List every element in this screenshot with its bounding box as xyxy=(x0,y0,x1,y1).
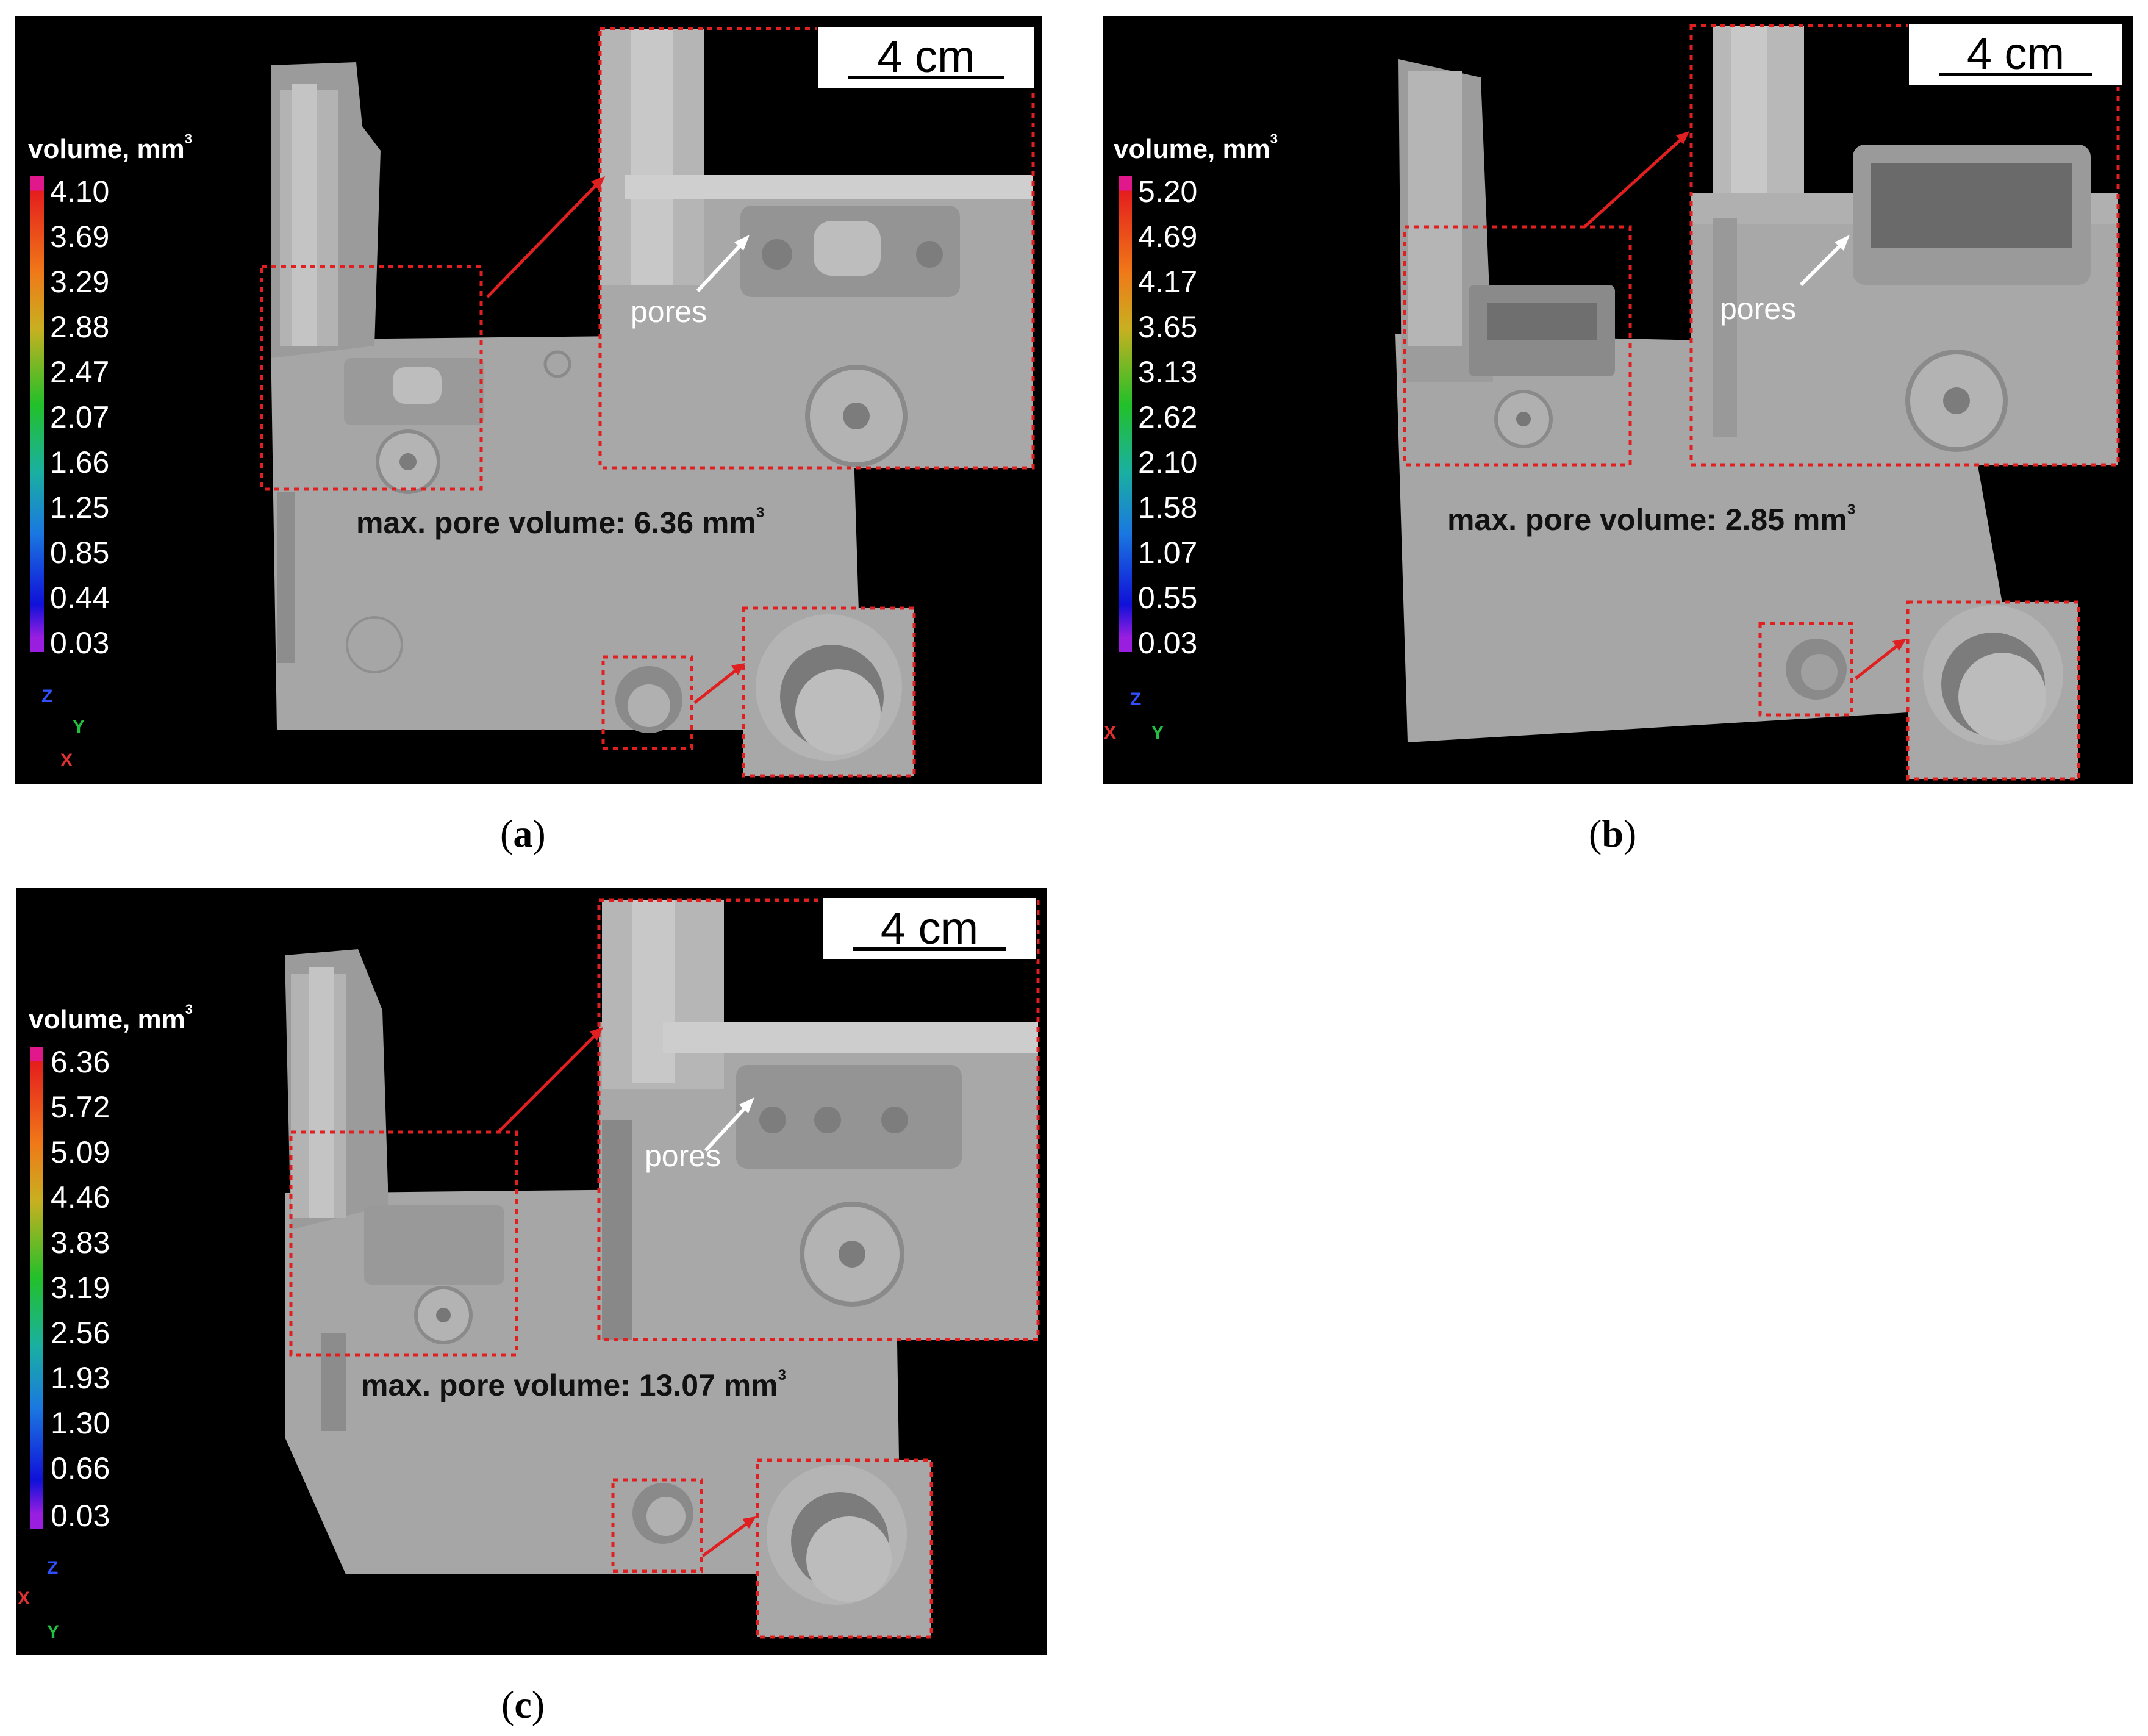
colorbar-tick: 5.09 xyxy=(51,1135,110,1169)
axis-y-label: Y xyxy=(73,717,85,737)
pores-label: pores xyxy=(1720,292,1797,326)
colorbar-tick: 3.83 xyxy=(51,1225,110,1260)
colorbar-title: volume, mm3 xyxy=(28,131,192,164)
colorbar-tick: 3.69 xyxy=(50,220,110,254)
colorbar-tick: 2.62 xyxy=(1138,400,1198,434)
axis-z-label: Z xyxy=(47,1558,59,1578)
colorbar-tick: 0.03 xyxy=(50,626,110,660)
axis-x-label: X xyxy=(1104,723,1117,743)
colorbar xyxy=(30,1047,43,1529)
panel-c: volume, mm3 6.36 5.72 5.09 4.46 3.83 3.1… xyxy=(16,888,1047,1655)
colorbar-tick: 1.58 xyxy=(1138,490,1198,525)
colorbar-tick: 3.29 xyxy=(50,265,110,299)
colorbar-tick: 4.17 xyxy=(1138,265,1198,299)
max-pore-volume-label: max. pore volume: 2.85 mm3 xyxy=(1447,501,1856,537)
colorbar-tick: 0.85 xyxy=(50,536,110,570)
caption-a: (a) xyxy=(500,812,546,855)
colorbar xyxy=(30,176,44,652)
colorbar-tick: 4.46 xyxy=(51,1180,110,1214)
colorbar-tick: 1.30 xyxy=(51,1406,110,1440)
colorbar-tick: 0.03 xyxy=(51,1499,110,1533)
panel-b: volume, mm3 5.20 4.69 4.17 3.65 3.13 2.6… xyxy=(1103,16,2133,784)
colorbar-tick: 4.10 xyxy=(50,174,110,209)
colorbar-tick: 2.10 xyxy=(1138,445,1198,479)
colorbar-tick: 3.19 xyxy=(51,1271,110,1305)
colorbar-tick: 2.56 xyxy=(51,1316,110,1350)
max-pore-volume-label: max. pore volume: 13.07 mm3 xyxy=(361,1367,786,1402)
ct-render-c xyxy=(285,898,1040,1639)
colorbar-tick: 2.07 xyxy=(50,400,110,434)
colorbar xyxy=(1119,176,1132,652)
colorbar-tick: 0.03 xyxy=(1138,626,1198,660)
axis-y-label: Y xyxy=(47,1622,60,1642)
caption-b: (b) xyxy=(1589,812,1637,855)
axis-z-label: Z xyxy=(41,686,53,706)
colorbar-tick: 2.47 xyxy=(50,355,110,389)
colorbar-title: volume, mm3 xyxy=(29,1002,193,1035)
colorbar-tick: 1.25 xyxy=(50,490,110,525)
scale-bar: 4 cm xyxy=(822,897,1037,961)
axis-y-label: Y xyxy=(1151,723,1164,743)
colorbar-title: volume, mm3 xyxy=(1114,131,1278,164)
caption-c: (c) xyxy=(501,1683,545,1726)
axis-x-label: X xyxy=(60,750,73,770)
colorbar-tick: 4.69 xyxy=(1138,220,1198,254)
panel-a: volume, mm3 4.10 3.69 3.29 2.88 2.47 2.0… xyxy=(15,16,1042,784)
colorbar-tick: 1.07 xyxy=(1138,536,1198,570)
colorbar-tick: 6.36 xyxy=(51,1045,110,1079)
colorbar-tick: 1.66 xyxy=(50,445,110,479)
colorbar-tick: 2.88 xyxy=(50,310,110,344)
ct-render-b xyxy=(1395,24,2120,781)
colorbar-tick: 3.13 xyxy=(1138,355,1198,389)
scale-bar: 4 cm xyxy=(817,26,1036,89)
colorbar-tick: 0.66 xyxy=(51,1451,110,1485)
axis-x-label: X xyxy=(18,1588,30,1609)
scale-bar: 4 cm xyxy=(1908,23,2124,86)
colorbar-tick: 5.72 xyxy=(51,1090,110,1124)
colorbar-tick: 3.65 xyxy=(1138,310,1198,344)
colorbar-tick: 0.44 xyxy=(50,581,110,615)
axis-z-label: Z xyxy=(1130,689,1142,709)
colorbar-tick: 1.93 xyxy=(51,1361,110,1395)
max-pore-volume-label: max. pore volume: 6.36 mm3 xyxy=(356,504,765,540)
pores-label: pores xyxy=(645,1139,721,1173)
colorbar-tick: 5.20 xyxy=(1138,174,1198,209)
pores-label: pores xyxy=(631,295,707,329)
colorbar-tick: 0.55 xyxy=(1138,581,1198,615)
